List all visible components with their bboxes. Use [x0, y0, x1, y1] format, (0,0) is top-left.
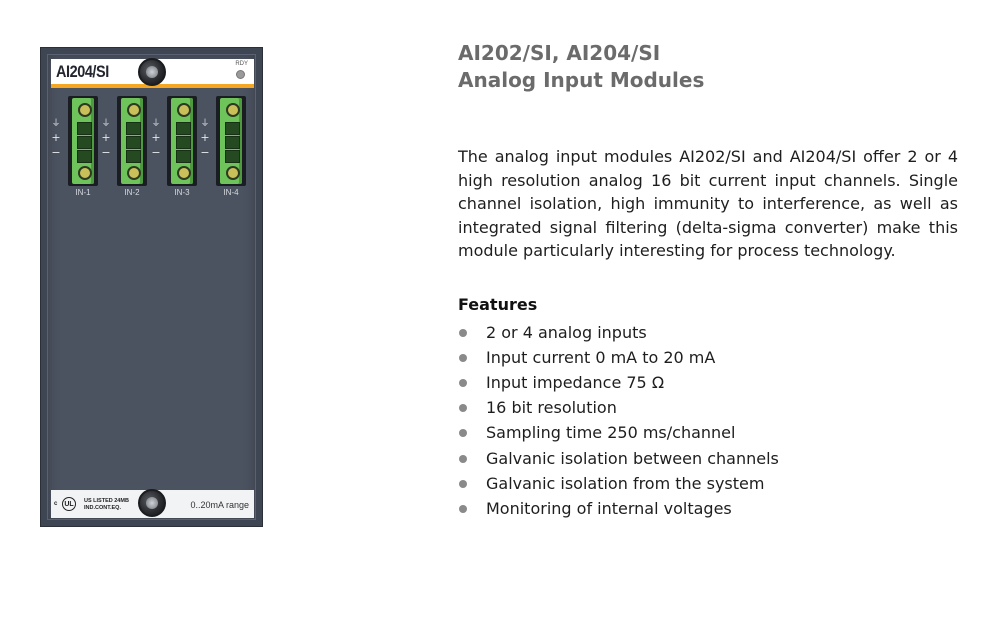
title-line-2: Analog Input Modules [458, 68, 705, 92]
bullet-icon [459, 504, 467, 513]
list-item: Input impedance 75 Ω [458, 370, 958, 395]
cert-line-1: US LISTED 24MB [84, 498, 129, 504]
feature-text: Sampling time 250 ms/channel [486, 423, 736, 443]
feature-text: Input current 0 mA to 20 mA [486, 347, 716, 367]
input-connector [117, 96, 147, 186]
feature-text: 16 bit resolution [486, 398, 617, 418]
list-item: Monitoring of internal voltages [458, 496, 958, 521]
minus-sign: − [51, 146, 61, 159]
pin-signs: ⏚ + − [51, 118, 61, 160]
bullet-icon [459, 479, 467, 488]
features-heading: Features [458, 294, 538, 314]
list-item: Galvanic isolation between channels [458, 446, 958, 471]
cert-text: US LISTED 24MB IND.CONT.EQ. [84, 498, 129, 511]
ground-icon: ⏚ [151, 119, 161, 129]
bullet-icon [459, 353, 467, 362]
feature-list: 2 or 4 analog inputs Input current 0 mA … [458, 320, 958, 522]
plus-sign: + [200, 131, 210, 144]
feature-text: Monitoring of internal voltages [486, 498, 732, 518]
pin-signs: ⏚ + − [151, 118, 161, 160]
feature-text: Galvanic isolation between channels [486, 448, 779, 468]
pin-signs: ⏚ + − [200, 118, 210, 160]
ul-mark: UL [62, 497, 76, 511]
minus-sign: − [101, 146, 111, 159]
bullet-icon [459, 328, 467, 337]
input-connector [167, 96, 197, 186]
bullet-icon [459, 404, 467, 413]
ready-led-icon [236, 70, 245, 79]
bullet-icon [459, 429, 467, 438]
input-connector [216, 96, 246, 186]
module-model-name: AI204/SI [56, 62, 109, 81]
title-line-1: AI202/SI, AI204/SI [458, 41, 661, 65]
minus-sign: − [200, 146, 210, 159]
module-image: AI204/SI RDY ⏚ + − IN-1 ⏚ + − [40, 47, 263, 527]
list-item: Galvanic isolation from the system [458, 471, 958, 496]
page-title: AI202/SI, AI204/SI Analog Input Modules [458, 40, 958, 94]
list-item: Input current 0 mA to 20 mA [458, 345, 958, 370]
ul-cert-icon: UL [60, 495, 78, 513]
list-item: 16 bit resolution [458, 395, 958, 420]
ground-icon: ⏚ [51, 119, 61, 129]
intro-paragraph: The analog input modules AI202/SI and AI… [458, 147, 958, 260]
pin-signs: ⏚ + − [101, 118, 111, 160]
plus-sign: + [51, 131, 61, 144]
list-item: Sampling time 250 ms/channel [458, 420, 958, 445]
screw-icon [138, 58, 166, 86]
ready-label: RDY [235, 61, 248, 67]
cert-prefix: c [54, 501, 58, 507]
input-label: IN-3 [174, 188, 190, 197]
plus-sign: + [101, 131, 111, 144]
ground-icon: ⏚ [101, 119, 111, 129]
minus-sign: − [151, 146, 161, 159]
feature-text: Input impedance 75 Ω [486, 372, 665, 392]
screw-icon [138, 489, 166, 517]
plus-sign: + [151, 131, 161, 144]
feature-text: 2 or 4 analog inputs [486, 322, 647, 342]
input-label: IN-1 [75, 188, 91, 197]
input-label: IN-4 [223, 188, 239, 197]
input-connector [68, 96, 98, 186]
input-label: IN-2 [124, 188, 140, 197]
range-label: 0..20mA range [190, 500, 249, 510]
feature-text: Galvanic isolation from the system [486, 473, 765, 493]
cert-line-2: IND.CONT.EQ. [84, 504, 121, 511]
ground-icon: ⏚ [200, 119, 210, 129]
bullet-icon [459, 378, 467, 387]
bullet-icon [459, 454, 467, 463]
product-description: AI202/SI, AI204/SI Analog Input Modules … [458, 40, 958, 521]
list-item: 2 or 4 analog inputs [458, 320, 958, 345]
